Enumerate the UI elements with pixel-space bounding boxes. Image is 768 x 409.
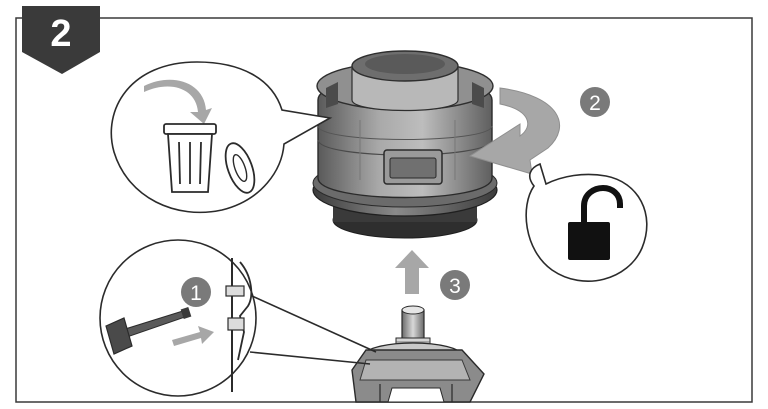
step-number: 2	[50, 13, 71, 55]
callout-3-number: 3	[449, 275, 461, 298]
unlock-bubble	[525, 162, 648, 282]
trash-bubble	[110, 61, 333, 214]
trimmer-spool	[312, 50, 498, 239]
hammer-icon	[105, 307, 192, 355]
callout-2-number: 2	[589, 92, 601, 115]
gear-head	[351, 305, 485, 403]
up-arrow-icon	[395, 250, 429, 294]
callout-1: 1	[181, 277, 211, 307]
step-badge: 2	[22, 6, 100, 74]
callout-3: 3	[440, 270, 470, 300]
hammer-bubble	[99, 239, 377, 397]
rotate-arrow-icon	[468, 87, 561, 175]
open-padlock-icon	[568, 184, 623, 260]
step-badge-shape	[22, 6, 100, 74]
trash-can-icon	[163, 123, 256, 194]
callout-1-number: 1	[190, 282, 202, 305]
callout-2: 2	[580, 87, 610, 117]
